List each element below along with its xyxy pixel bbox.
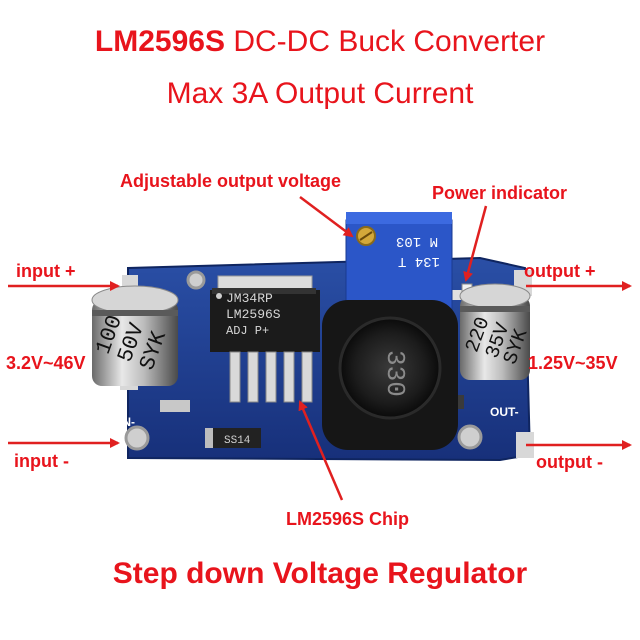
label-output-range: 1.25V~35V [528, 353, 618, 373]
mounting-hole [457, 424, 483, 450]
inductor-marking: 330 [380, 350, 410, 397]
smd-component [452, 290, 466, 300]
diode-marking: SS14 [224, 435, 251, 447]
title-part-number: LM2596S [94, 25, 225, 58]
silkscreen-in-minus: IN- [119, 415, 135, 429]
footer-title: Step down Voltage Regulator [112, 557, 528, 590]
label-output-plus: output + [524, 261, 596, 281]
trimpot-marking-2: 134 T [398, 253, 440, 269]
ic-marking-line-1: JM34RP [226, 291, 273, 306]
ic-marking-line-2: LM2596S [226, 307, 281, 322]
silkscreen-out-minus: OUT- [490, 405, 519, 419]
title-line-2: Max 3A Output Current [166, 77, 474, 110]
mounting-hole [186, 270, 206, 290]
smd-component [160, 400, 190, 412]
trimpot-marking-1: M 103 [396, 233, 438, 249]
mounting-hole [124, 425, 150, 451]
arrow-power-indicator [463, 205, 488, 282]
label-power-indicator: Power indicator [432, 183, 568, 203]
label-output-minus: output - [536, 452, 603, 472]
schottky-diode: SS14 [205, 428, 261, 448]
power-inductor: 330 [322, 300, 458, 450]
lm2596s-ic: JM34RP LM2596S ADJ P+ [210, 275, 320, 403]
ic-marking-line-3: ADJ P+ [226, 324, 269, 338]
title-description: DC-DC Buck Converter [225, 25, 546, 58]
label-input-plus: input + [16, 261, 76, 281]
title-line-1: LM2596S DC-DC Buck Converter [0, 24, 640, 60]
input-capacitor: 100 50V SYK [91, 285, 179, 386]
trimmer-potentiometer: M 103 134 T [345, 212, 453, 311]
label-chip: LM2596S Chip [286, 509, 410, 529]
solder-pad [516, 432, 534, 458]
arrow-chip [298, 400, 344, 501]
output-capacitor: 220 35V SYK [459, 283, 533, 380]
annotation-arrows [8, 196, 632, 501]
arrow-adjustable [299, 196, 354, 238]
label-adjustable-voltage: Adjustable output voltage [120, 171, 342, 191]
label-input-minus: input - [14, 451, 69, 471]
label-input-range: 3.2V~46V [6, 353, 86, 373]
